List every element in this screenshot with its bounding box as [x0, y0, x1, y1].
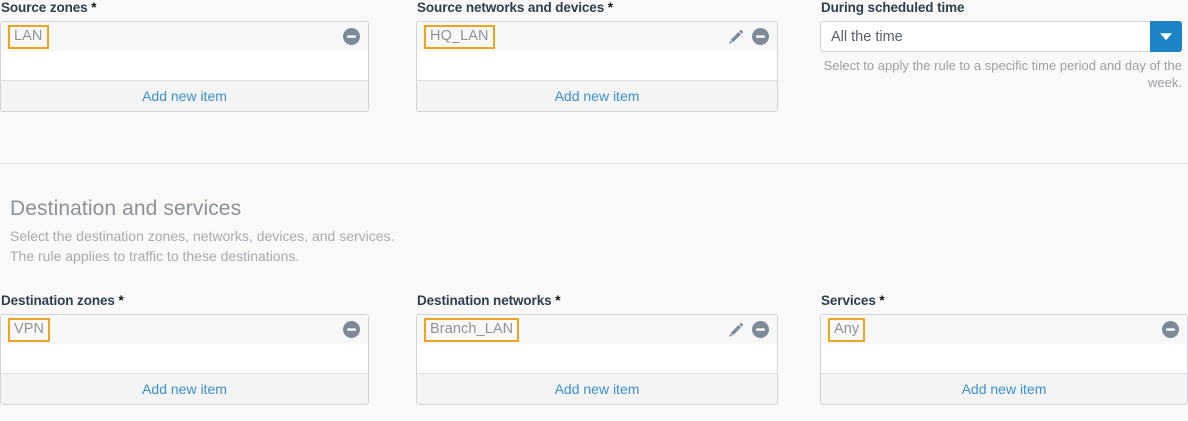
column-gap [778, 293, 820, 405]
required-asterisk: * [607, 0, 613, 15]
pencil-icon[interactable] [728, 28, 745, 45]
dropdown-toggle-button[interactable] [1150, 21, 1182, 52]
column-gap [369, 293, 416, 405]
add-new-item-button[interactable]: Add new item [417, 80, 777, 111]
list-item[interactable]: HQ_LAN [417, 22, 777, 51]
field-destination-zones: Destination zones * VPN Add new item [0, 293, 369, 405]
add-new-item-button[interactable]: Add new item [417, 373, 777, 404]
list-empty-row [417, 344, 777, 373]
chip-value[interactable]: LAN [8, 24, 49, 49]
field-source-networks: Source networks and devices * HQ_LAN [416, 0, 778, 112]
list-empty-row [821, 344, 1187, 373]
list-empty-row [1, 51, 368, 80]
add-new-item-button[interactable]: Add new item [1, 373, 368, 404]
column-gap [369, 0, 416, 112]
minus-circle-icon[interactable] [1162, 321, 1179, 338]
minus-circle-icon[interactable] [343, 321, 360, 338]
required-asterisk: * [879, 293, 885, 308]
scheduled-time-hint: Select to apply the rule to a specific t… [823, 58, 1182, 90]
source-networks-label: Source networks and devices * [417, 0, 778, 16]
destination-networks-listbox[interactable]: Branch_LAN [416, 314, 778, 405]
destination-section-header: Destination and services Select the dest… [10, 196, 394, 266]
list-empty-row [1, 344, 368, 373]
list-empty-row [417, 51, 777, 80]
minus-circle-icon[interactable] [752, 321, 769, 338]
section-subtitle-line-2: The rule applies to traffic to these des… [10, 248, 300, 264]
required-asterisk: * [91, 0, 97, 15]
add-new-item-button[interactable]: Add new item [1, 80, 368, 111]
required-asterisk: * [118, 293, 124, 308]
scheduled-time-label: During scheduled time [821, 0, 1188, 16]
add-new-item-button[interactable]: Add new item [821, 373, 1187, 404]
source-fields-row: Source zones * LAN Add new item [0, 0, 1188, 112]
list-item-actions [343, 315, 360, 344]
column-gap [778, 0, 820, 112]
services-label: Services * [821, 293, 1188, 309]
pencil-icon[interactable] [728, 321, 745, 338]
list-item[interactable]: LAN [1, 22, 368, 51]
services-label-text: Services [821, 293, 876, 308]
destination-networks-label: Destination networks * [417, 293, 778, 309]
minus-circle-icon[interactable] [752, 28, 769, 45]
destination-fields-row: Destination zones * VPN Add new item [0, 293, 1188, 405]
chip-value[interactable]: HQ_LAN [424, 24, 495, 49]
destination-zones-listbox[interactable]: VPN Add new item [0, 314, 369, 405]
source-zones-label: Source zones * [1, 0, 369, 16]
field-destination-networks: Destination networks * Branch_LAN [416, 293, 778, 405]
chevron-down-icon [1159, 28, 1173, 46]
source-zones-listbox[interactable]: LAN Add new item [0, 21, 369, 112]
list-item-actions [343, 22, 360, 51]
destination-zones-label: Destination zones * [1, 293, 369, 309]
scheduled-time-select[interactable]: All the time [820, 21, 1182, 52]
field-source-zones: Source zones * LAN Add new item [0, 0, 369, 112]
section-title: Destination and services [10, 197, 242, 220]
source-networks-label-text: Source networks and devices [417, 0, 605, 15]
minus-circle-icon[interactable] [343, 28, 360, 45]
list-item-actions [1162, 315, 1179, 344]
source-zones-label-text: Source zones [1, 0, 88, 15]
field-services: Services * Any Add new item [820, 293, 1188, 405]
list-item-actions [728, 315, 769, 344]
list-item[interactable]: VPN [1, 315, 368, 344]
section-subtitle-line-1: Select the destination zones, networks, … [10, 228, 395, 244]
chip-value[interactable]: Branch_LAN [424, 317, 520, 342]
services-listbox[interactable]: Any Add new item [820, 314, 1188, 405]
section-divider [0, 163, 1188, 164]
destination-networks-label-text: Destination networks [417, 293, 552, 308]
chip-value[interactable]: VPN [8, 317, 51, 342]
required-asterisk: * [555, 293, 561, 308]
list-item[interactable]: Branch_LAN [417, 315, 777, 344]
field-scheduled-time: During scheduled time All the time Selec… [820, 0, 1188, 112]
scheduled-time-value[interactable]: All the time [820, 21, 1150, 52]
chip-value[interactable]: Any [828, 317, 866, 342]
destination-zones-label-text: Destination zones [1, 293, 115, 308]
scheduled-time-label-text: During scheduled time [821, 0, 965, 15]
list-item-actions [728, 22, 769, 51]
source-networks-listbox[interactable]: HQ_LAN [416, 21, 778, 112]
list-item[interactable]: Any [821, 315, 1187, 344]
